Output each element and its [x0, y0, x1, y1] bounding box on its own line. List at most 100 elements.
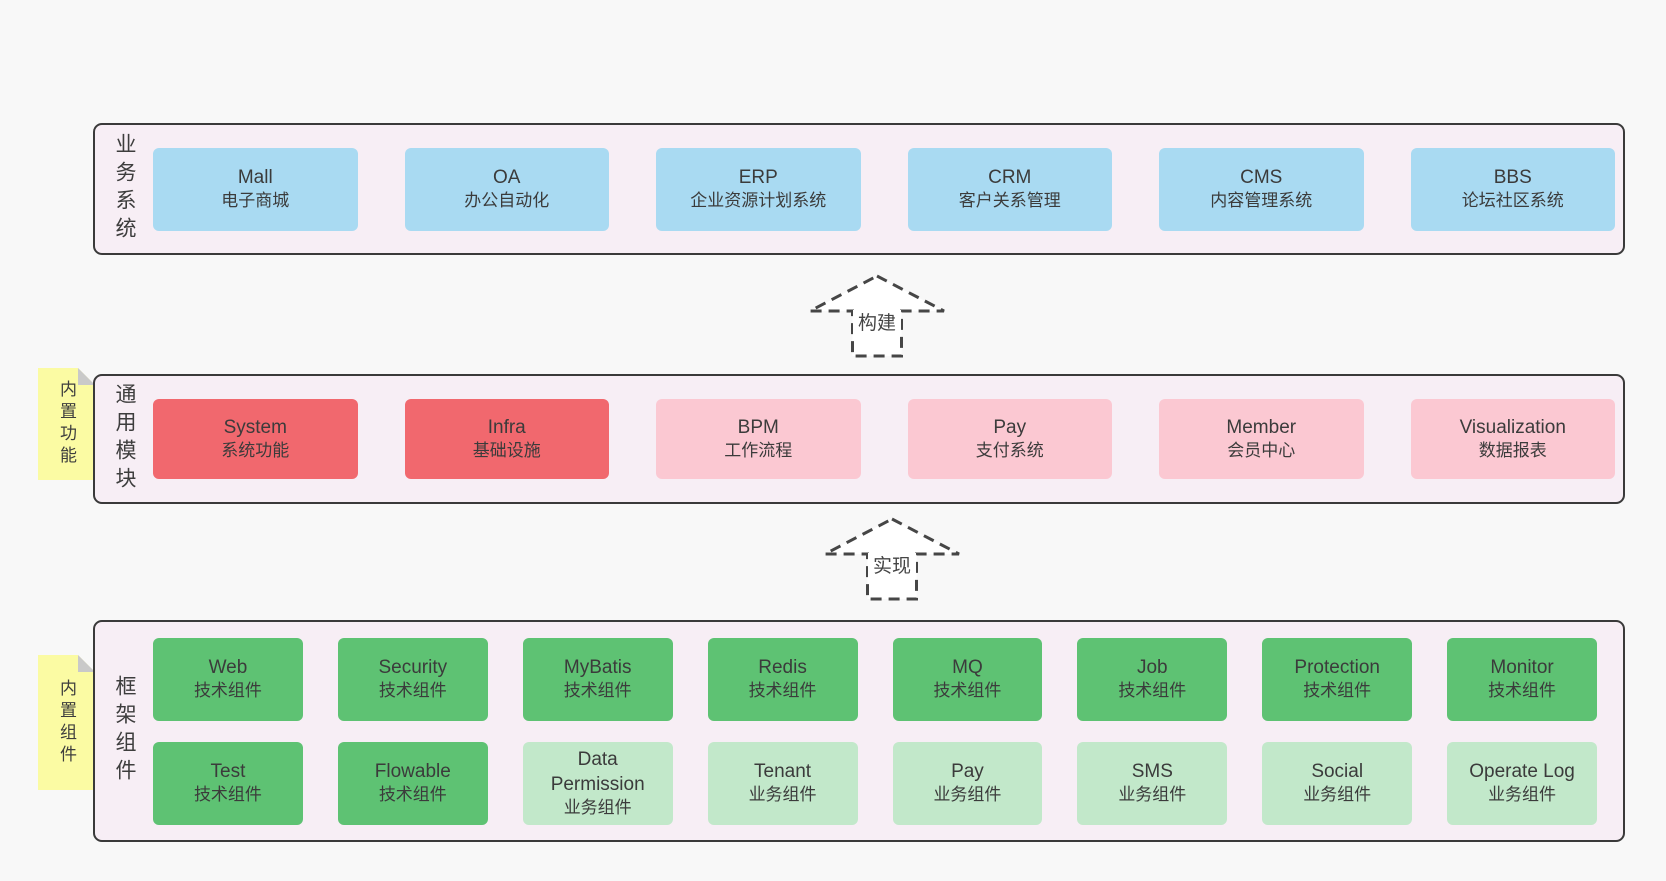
box-subtitle: 业务组件 — [1488, 785, 1557, 805]
layer-label: 框架组件 — [113, 675, 136, 787]
sticky-note-text: 内置功能 — [57, 380, 76, 468]
box-title: BBS — [1493, 167, 1532, 189]
box-subtitle: 业务组件 — [1118, 785, 1187, 805]
box-title: Pay — [993, 417, 1027, 439]
box-subtitle: 业务组件 — [933, 785, 1002, 805]
box-title: SMS — [1131, 761, 1173, 783]
sticky-note-built-in-components: 内置组件 — [38, 655, 95, 790]
box-title: Data Permission — [550, 748, 645, 795]
box-title: Operate Log — [1469, 761, 1575, 783]
box-title: Test — [210, 761, 246, 783]
box-subtitle: 客户关系管理 — [958, 191, 1061, 211]
box-subtitle: 技术组件 — [1488, 681, 1557, 701]
box-subtitle: 技术组件 — [193, 785, 262, 805]
build-arrow-label: 构建 — [858, 312, 896, 334]
box-title: Monitor — [1490, 657, 1554, 679]
box-title: Pay — [951, 761, 984, 783]
box-subtitle: 技术组件 — [193, 681, 262, 701]
box-title: ERP — [738, 167, 778, 189]
box-title: Job — [1136, 657, 1168, 679]
box-subtitle: 技术组件 — [1303, 681, 1372, 701]
box-subtitle: 内容管理系统 — [1210, 191, 1313, 211]
box-title: CRM — [988, 167, 1032, 189]
box-subtitle: 业务组件 — [748, 785, 817, 805]
box-subtitle: 基础设施 — [472, 441, 541, 461]
build-arrow-icon: 构建 — [809, 274, 945, 358]
implement-arrow-label: 实现 — [873, 555, 911, 577]
box-subtitle: 系统功能 — [221, 441, 290, 461]
box-subtitle: 技术组件 — [748, 681, 817, 701]
box-subtitle: 技术组件 — [378, 681, 447, 701]
box-subtitle: 技术组件 — [378, 785, 447, 805]
box-title: Social — [1311, 761, 1364, 783]
box-subtitle: 工作流程 — [724, 441, 793, 461]
box-title: Mall — [237, 167, 273, 189]
box-subtitle: 数据报表 — [1478, 441, 1547, 461]
implement-arrow-icon: 实现 — [824, 517, 960, 601]
box-subtitle: 办公自动化 — [464, 191, 550, 211]
box-subtitle: 技术组件 — [933, 681, 1002, 701]
box-title: Redis — [758, 657, 807, 679]
box-subtitle: 技术组件 — [563, 681, 632, 701]
box-title: Member — [1226, 417, 1297, 439]
box-title: Security — [378, 657, 448, 679]
box-title: BPM — [737, 417, 779, 439]
box-subtitle: 企业资源计划系统 — [690, 191, 827, 211]
box-title: Tenant — [754, 761, 812, 783]
box-subtitle: 支付系统 — [975, 441, 1044, 461]
box-title: MQ — [952, 657, 983, 679]
box-subtitle: 技术组件 — [1118, 681, 1187, 701]
layer-label: 业务系统 — [113, 133, 136, 245]
box-title: Flowable — [374, 761, 451, 783]
layer-label: 通用模块 — [113, 383, 136, 495]
box-subtitle: 电子商城 — [221, 191, 290, 211]
box-subtitle: 业务组件 — [563, 797, 632, 817]
box-title: MyBatis — [563, 657, 632, 679]
sticky-note-text: 内置组件 — [57, 678, 76, 767]
box-title: CMS — [1240, 167, 1283, 189]
box-title: Protection — [1294, 657, 1380, 679]
box-subtitle: 论坛社区系统 — [1461, 191, 1564, 211]
box-title: System — [223, 417, 287, 439]
box-title: Infra — [487, 417, 526, 439]
box-subtitle: 业务组件 — [1303, 785, 1372, 805]
box-title: Web — [208, 657, 248, 679]
sticky-note-built-in-features: 内置功能 — [38, 368, 95, 480]
box-title: Visualization — [1459, 417, 1566, 439]
box-title: OA — [493, 167, 521, 189]
